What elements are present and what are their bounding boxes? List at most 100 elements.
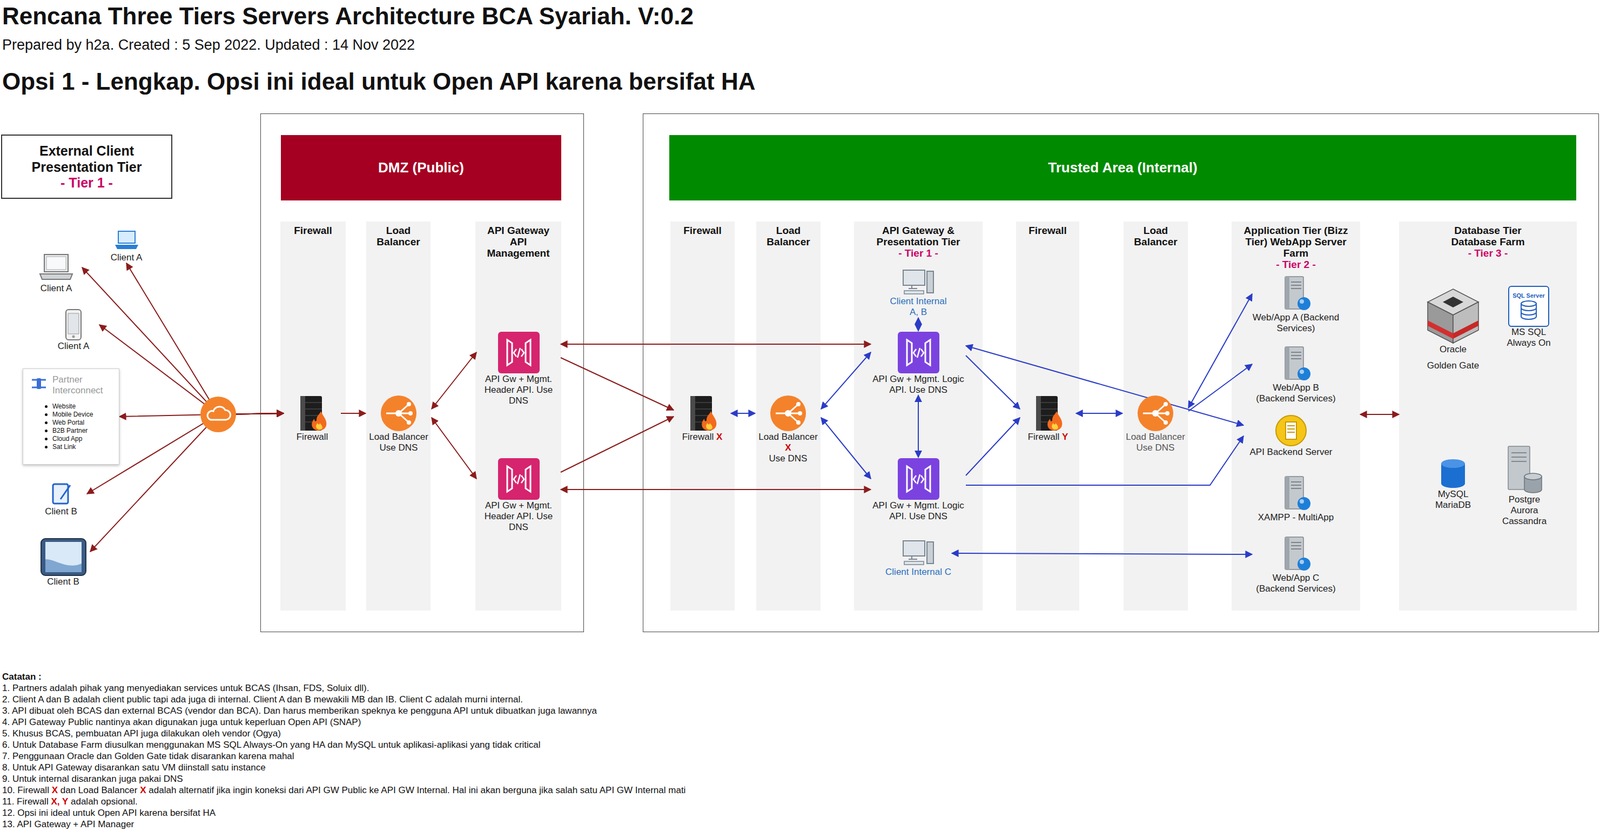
icon-graphic xyxy=(1280,475,1312,513)
icon-graphic xyxy=(64,308,83,341)
node-text: Web/App B (Backend Services) xyxy=(1252,382,1340,405)
node-text: - Tier 1 - xyxy=(60,175,113,191)
region-band: Trusted Area (Internal) xyxy=(669,135,1577,201)
icon-graphic xyxy=(39,537,87,577)
icon-shape xyxy=(1297,496,1311,510)
icon-shape xyxy=(1285,476,1290,509)
lane: Load BalancerLoad BalancerXUse DNS xyxy=(756,221,821,611)
icon-shape xyxy=(701,411,717,431)
node-text: Client Internal A, B xyxy=(884,296,952,318)
icon-node: Client B xyxy=(35,481,87,517)
node-text: Database Tier Database Farm xyxy=(1442,224,1535,248)
icon-node: Web/App C (Backend Services) xyxy=(1252,535,1340,595)
tier-box: External Client Presentation Tier- Tier … xyxy=(1,134,173,199)
connector xyxy=(1188,293,1253,408)
icon-graphic xyxy=(497,331,541,374)
icon-shape xyxy=(65,309,82,340)
zone-region: DMZ (Public)FirewallFirewallLoad Balance… xyxy=(260,113,584,633)
node-text: Firewall xyxy=(283,431,341,443)
note-text: 10. Firewall xyxy=(2,784,50,796)
node-text: Web/App A (Backend Services) xyxy=(1252,312,1340,334)
note-row: 6. Untuk Database Farm diusulkan menggun… xyxy=(2,738,686,751)
connector xyxy=(1188,364,1253,412)
note-text: 8. Untuk API Gateway disarankan satu VM … xyxy=(2,762,266,773)
note-text: 9. Untuk internal disarankan juga pakai … xyxy=(2,773,184,784)
icon-node: Load Balancer Use DNS xyxy=(1122,394,1189,454)
node-text: Oracle xyxy=(1416,344,1490,355)
icon-node: Web/App A (Backend Services) xyxy=(1252,275,1340,334)
bullet-dot xyxy=(44,421,48,425)
node-text: Mobile Device xyxy=(52,410,93,419)
node-text: Firewall xyxy=(1018,224,1078,237)
icon-shape xyxy=(1299,559,1304,564)
bullet-dot xyxy=(44,437,48,441)
icon-shape xyxy=(1285,421,1297,440)
lane-header: Load Balancer xyxy=(756,221,821,248)
icon-shape xyxy=(60,485,71,500)
icon-shape xyxy=(796,420,801,425)
icon-graphic xyxy=(769,394,807,432)
lane: API Gateway API ManagementAPI Gw + Mgmt.… xyxy=(475,221,562,611)
node-text: Client A xyxy=(30,283,83,294)
node-text: API Gw + Mgmt. Logic API. Use DNS xyxy=(870,500,966,522)
connector xyxy=(917,395,919,458)
bullet-dot xyxy=(44,405,48,408)
icon-node: API Gw + Mgmt. Header API. Use DNS xyxy=(476,457,561,533)
icon-graphic xyxy=(1426,287,1480,345)
icon-wrap xyxy=(1280,345,1312,383)
icon-node: FirewallY xyxy=(1019,394,1077,443)
node-text: API Gw + Mgmt. Header API. Use DNS xyxy=(476,373,561,407)
icon-shape xyxy=(1163,401,1168,407)
icon-node: Firewall xyxy=(283,394,341,443)
node-text: - Tier 1 - xyxy=(854,247,983,259)
icon-node: Client A xyxy=(47,308,100,352)
node-text: Sat Link xyxy=(52,442,76,452)
icon-shape xyxy=(1165,411,1170,416)
node-text: Trusted Area (Internal) xyxy=(1047,159,1198,177)
icon-shape xyxy=(775,404,800,422)
icon-wrap xyxy=(1137,394,1174,432)
icon-shape xyxy=(1051,422,1059,430)
node-text: B2B Partner xyxy=(52,426,88,435)
note-row: Catatan : xyxy=(2,670,686,683)
node-text: API Gateway & Presentation Tier xyxy=(864,224,973,248)
icon-shape xyxy=(115,244,139,250)
connector xyxy=(560,488,871,490)
icon-graphic xyxy=(30,376,47,391)
icon-shape xyxy=(316,422,323,430)
icon-wrap xyxy=(1274,414,1308,447)
connector xyxy=(560,357,674,410)
icon-wrap xyxy=(38,252,74,284)
icon-graphic xyxy=(380,394,418,432)
icon-shape xyxy=(906,339,931,366)
zone-region: Trusted Area (Internal)FirewallFirewallX… xyxy=(642,113,1599,633)
icon-wrap xyxy=(769,394,807,432)
icon-wrap xyxy=(897,331,940,374)
note-row: 9. Untuk internal disarankan juga pakai … xyxy=(2,772,686,785)
icon-graphic xyxy=(897,457,940,501)
icon-shape xyxy=(300,395,306,431)
node-text: - Tier 3 - xyxy=(1399,247,1577,259)
icon-shape xyxy=(1521,300,1537,307)
node-text: Client B xyxy=(36,576,91,588)
icon-node: API Gw + Mgmt. Header API. Use DNS xyxy=(476,331,561,407)
node-text: API Gw + Mgmt. Header API. Use DNS xyxy=(476,500,561,533)
note-text: X, Y xyxy=(50,796,69,807)
icon-shape xyxy=(1299,499,1304,504)
icon-shape xyxy=(897,458,940,500)
diagram-caption: Prepared by h2a. Created : 5 Sep 2022. U… xyxy=(2,36,415,54)
icon-shape xyxy=(690,395,712,431)
icon-shape xyxy=(68,313,79,334)
icon-wrap xyxy=(1426,287,1480,345)
icon-graphic xyxy=(1280,345,1312,383)
node-text: Client A xyxy=(100,252,153,264)
icon-shape xyxy=(770,395,806,432)
lane: API Gateway & Presentation Tier- Tier 1 … xyxy=(854,221,983,611)
node-text: Use DNS xyxy=(755,453,822,465)
node-text: Firewall xyxy=(682,431,715,442)
lane: Load BalancerLoad Balancer Use DNS xyxy=(366,221,431,611)
icon-shape xyxy=(36,378,42,389)
node-text: XAMPP - MultiApp xyxy=(1248,512,1344,523)
icon-wrap xyxy=(1280,475,1312,513)
